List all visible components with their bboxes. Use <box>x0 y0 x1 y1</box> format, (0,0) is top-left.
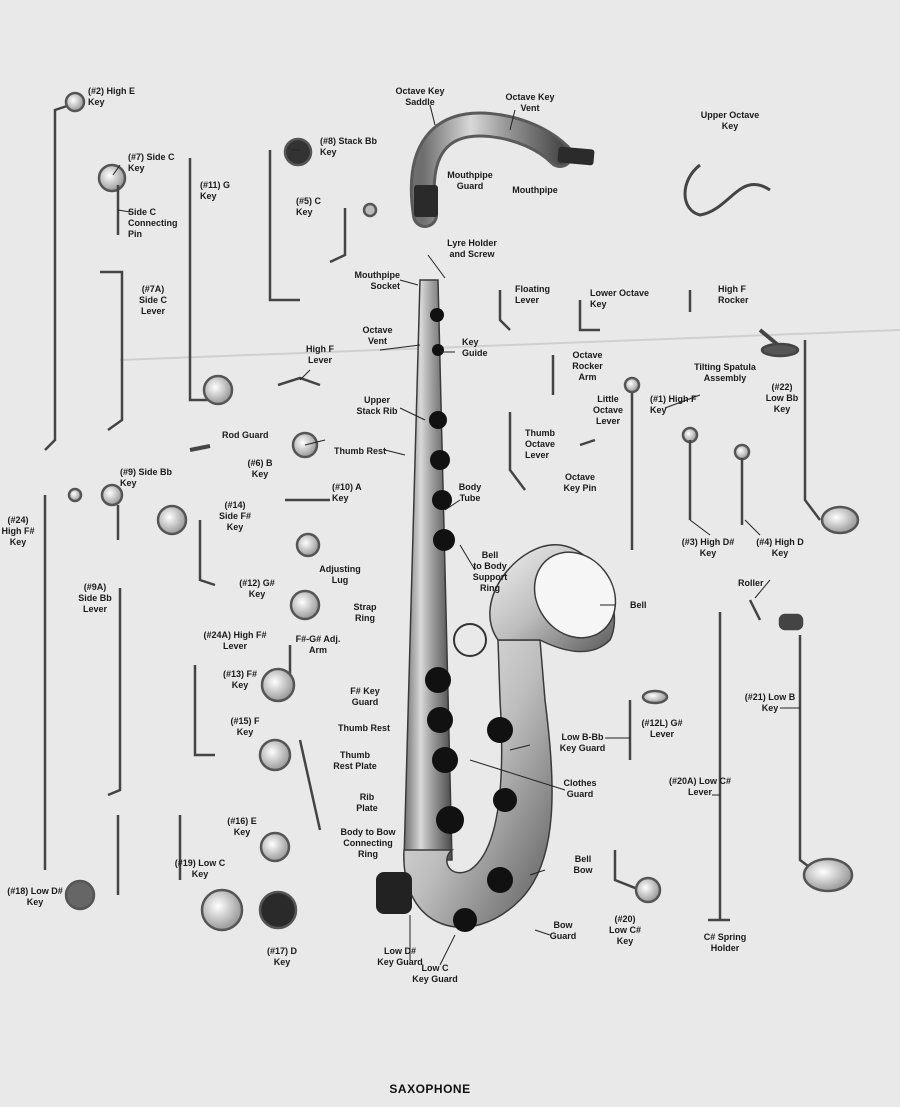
label-fg-adj-arm: F#-G# Adj. Arm <box>295 634 341 655</box>
label-thumb-rest: Thumb Rest <box>334 446 387 456</box>
label-mouthpipe: Mouthpipe <box>512 185 558 195</box>
label-floating-lever: Floating Lever <box>515 284 550 305</box>
label-thumb-octave-lever: Thumb Octave Lever <box>525 428 556 460</box>
label-a-key: (#10) A Key <box>332 482 362 503</box>
label-low-c-key-guard: Low C Key Guard <box>412 963 458 984</box>
label-rib-plate: Rib Plate <box>356 792 378 813</box>
label-low-b-key: (#21) Low B Key <box>744 692 796 713</box>
label-octave-rocker-arm: Octave Rocker Arm <box>572 350 603 382</box>
label-rod-guard: Rod Guard <box>222 430 269 440</box>
label-octave-key-pin: Octave Key Pin <box>563 472 597 493</box>
label-high-d-key: (#4) High D Key <box>756 537 804 558</box>
label-g-key: (#11) G Key <box>200 180 231 201</box>
label-lyre-holder: Lyre Holder and Screw <box>447 238 497 259</box>
label-bow-guard: Bow Guard <box>549 920 577 941</box>
loose-parts <box>43 91 860 932</box>
label-c-key: (#5) C Key <box>296 196 322 217</box>
label-high-e-key: (#2) High E Key <box>88 86 136 107</box>
label-tilting-spatula: Tilting Spatula Assembly <box>694 362 756 383</box>
label-csharp-spring-holder: C# Spring Holder <box>703 932 747 953</box>
diagram-caption: SAXOPHONE <box>389 1082 471 1096</box>
label-side-c-key: (#7) Side C Key <box>128 152 175 173</box>
label-side-bb-key: (#9) Side Bb Key <box>120 467 173 488</box>
label-high-fsharp-lever: (#24A) High F# Lever <box>203 630 267 651</box>
label-side-fsharp-key: (#14) Side F# Key <box>218 500 251 532</box>
label-high-f-lever: High F Lever <box>306 344 334 365</box>
label-side-c-connecting-pin: Side C Connecting Pin <box>128 207 178 239</box>
label-high-f-rocker: High F Rocker <box>718 284 749 305</box>
label-high-dsharp-key: (#3) High D# Key <box>681 537 735 558</box>
label-low-c-key: (#19) Low C Key <box>174 858 226 879</box>
label-little-octave-lever: Little Octave Lever <box>592 394 624 426</box>
label-d-key: (#17) D Key <box>266 946 297 967</box>
label-low-dsharp-key: (#18) Low D# Key <box>7 886 63 907</box>
label-low-csharp-lever: (#20A) Low C# Lever <box>668 776 731 797</box>
leader-lines <box>112 104 800 966</box>
label-mouthpipe-socket: Mouthpipe Socket <box>354 270 401 291</box>
label-roller: Roller <box>738 578 764 588</box>
label-low-bb-key: (#22) Low Bb Key <box>765 382 799 414</box>
label-e-key: (#16) E Key <box>227 816 257 837</box>
label-strap-ring: Strap Ring <box>353 602 377 623</box>
label-key-guide: Key Guide <box>462 337 488 358</box>
label-thumb-rest-2: Thumb Rest <box>338 723 391 733</box>
label-low-dsharp-key-guard: Low D# Key Guard <box>377 946 423 967</box>
label-thumb-rest-plate: Thumb Rest Plate <box>333 750 377 771</box>
label-stack-bb-key: (#8) Stack Bb Key <box>320 136 378 157</box>
mouthpipe-cork <box>557 146 595 166</box>
label-mouthpipe-guard: Mouthpipe Guard <box>447 170 493 191</box>
label-bell-bow: Bell Bow <box>573 854 593 875</box>
label-gsharp-lever: (#12L) G# Lever <box>641 718 683 739</box>
label-bell-support-ring: Bell to Body Support Ring <box>472 550 508 593</box>
label-bell: Bell <box>630 600 647 610</box>
label-octave-key-vent: Octave Key Vent <box>505 92 555 113</box>
label-fsharp-key: (#13) F# Key <box>222 669 257 690</box>
label-high-fsharp-key: (#24) High F# Key <box>1 515 35 547</box>
fold-line <box>119 329 900 361</box>
label-gsharp-key: (#12) G# Key <box>239 578 275 599</box>
label-octave-key-saddle: Octave Key Saddle <box>395 86 445 107</box>
label-upper-stack-rib: Upper Stack Rib <box>356 395 398 416</box>
label-low-bbb-key-guard: Low B-Bb Key Guard <box>559 732 606 753</box>
label-clothes-guard: Clothes Guard <box>563 778 597 799</box>
label-adjusting-lug: Adjusting Lug <box>319 564 361 585</box>
label-body-bow-ring: Body to Bow Connecting Ring <box>340 827 396 859</box>
label-upper-octave-key: Upper Octave Key <box>700 110 760 131</box>
label-b-key: (#6) B Key <box>247 458 273 479</box>
label-lower-octave-key: Lower Octave Key <box>590 288 650 309</box>
label-octave-vent: Octave Vent <box>362 325 393 346</box>
saxophone-body <box>376 111 617 932</box>
label-f-key: (#15) F Key <box>230 716 260 737</box>
label-side-c-lever: (#7A) Side C Lever <box>138 284 167 316</box>
label-high-f-key: (#1) High F Key <box>650 394 697 415</box>
label-side-bb-lever: (#9A) Side Bb Lever <box>78 582 112 614</box>
label-fsharp-key-guard: F# Key Guard <box>350 686 380 707</box>
label-low-csharp-key: (#20) Low C# Key <box>608 914 641 946</box>
label-body-tube: Body Tube <box>458 482 482 503</box>
